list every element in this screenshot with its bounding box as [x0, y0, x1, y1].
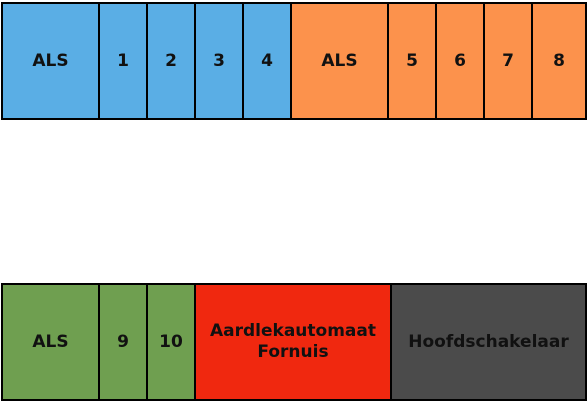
- blue-als-label: ALS: [32, 50, 69, 71]
- breaker-8-label: 8: [553, 50, 565, 71]
- breaker-4-label: 4: [261, 50, 273, 71]
- breaker-10: 10: [148, 285, 196, 399]
- breaker-4: 4: [244, 4, 292, 118]
- earth-leakage-breaker-stove: Aardlekautomaat Fornuis: [196, 285, 392, 399]
- breaker-9-label: 9: [117, 331, 129, 352]
- bottom-breaker-row: ALS 9 10 Aardlekautomaat Fornuis Hoofdsc…: [1, 283, 587, 401]
- main-switch-label: Hoofdschakelaar: [408, 331, 569, 352]
- main-switch: Hoofdschakelaar: [392, 285, 587, 399]
- breaker-2: 2: [148, 4, 196, 118]
- green-als-label: ALS: [32, 331, 69, 352]
- breaker-2-label: 2: [165, 50, 177, 71]
- breaker-7: 7: [485, 4, 533, 118]
- breaker-1-label: 1: [117, 50, 129, 71]
- breaker-3-label: 3: [213, 50, 225, 71]
- green-als-module: ALS: [3, 285, 100, 399]
- breaker-5: 5: [389, 4, 437, 118]
- breaker-5-label: 5: [406, 50, 418, 71]
- orange-als-label: ALS: [321, 50, 358, 71]
- breaker-10-label: 10: [159, 331, 183, 352]
- breaker-7-label: 7: [502, 50, 514, 71]
- breaker-6-label: 6: [454, 50, 466, 71]
- breaker-9: 9: [100, 285, 148, 399]
- breaker-3: 3: [196, 4, 244, 118]
- top-breaker-row: ALS 1 2 3 4 ALS 5 6 7 8: [1, 2, 587, 120]
- earth-leakage-label: Aardlekautomaat Fornuis: [209, 321, 376, 362]
- blue-als-module: ALS: [3, 4, 100, 118]
- breaker-8: 8: [533, 4, 587, 118]
- orange-als-module: ALS: [292, 4, 389, 118]
- breaker-6: 6: [437, 4, 485, 118]
- breaker-1: 1: [100, 4, 148, 118]
